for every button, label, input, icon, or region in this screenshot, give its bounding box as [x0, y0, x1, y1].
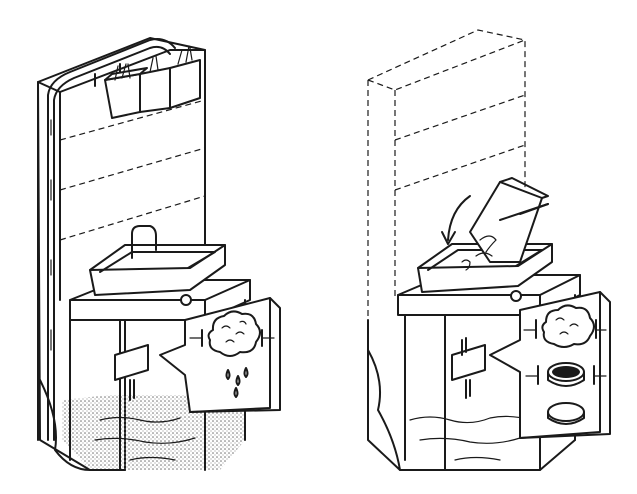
sponge-filter-icon: [523, 304, 607, 348]
right-panel: [367, 29, 611, 471]
right-wall-column: [367, 29, 526, 320]
right-callout-panel: [489, 291, 611, 439]
left-water-pipe: [47, 38, 176, 441]
filter-cake-icon: [525, 362, 607, 387]
flow-arrow-icon: [441, 195, 471, 245]
sediment-disc-icon: [547, 402, 585, 425]
right-filter-tray: [461, 177, 549, 271]
plant-pot-icon: [104, 45, 201, 119]
left-filter-box: [114, 344, 149, 401]
sponge-filter-icon: [189, 310, 275, 357]
left-panel: [37, 37, 281, 471]
left-sink-basin: [89, 244, 226, 296]
right-filter-box: [451, 337, 486, 399]
right-wall-base: [367, 319, 441, 471]
water-drops-icon: [225, 367, 249, 398]
faucet-icon: [131, 225, 157, 259]
left-callout-panel: [159, 297, 281, 413]
